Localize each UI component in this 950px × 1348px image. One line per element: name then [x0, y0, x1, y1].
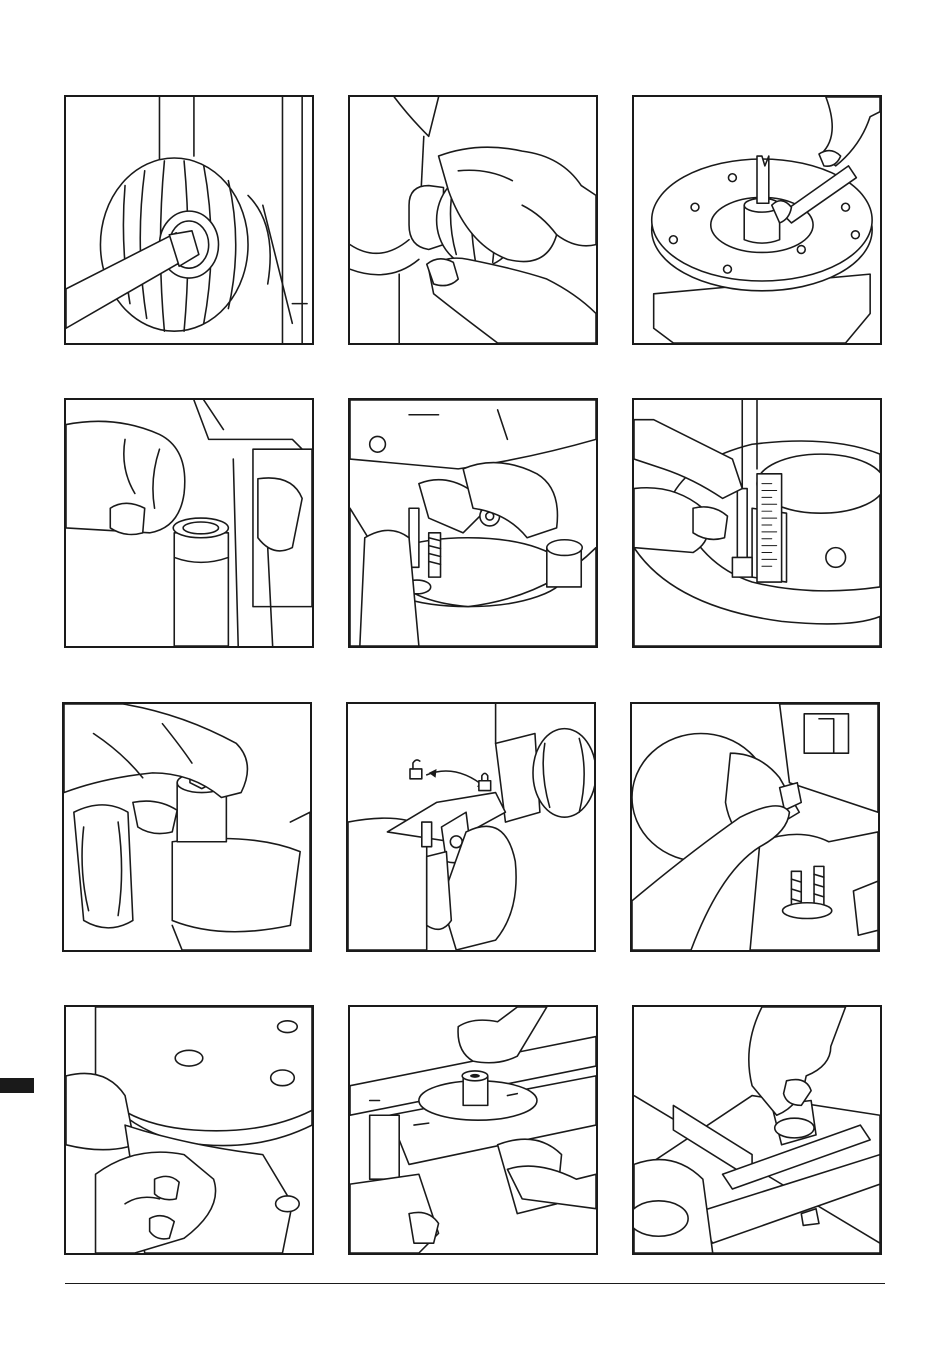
figure-9: [630, 702, 880, 952]
figure-4: [64, 398, 314, 648]
guide-rail-icon: [634, 1007, 880, 1253]
figure-5: [348, 398, 598, 648]
depth-scale-icon: [634, 400, 880, 646]
figure-8: [346, 702, 596, 952]
footer-rule: [65, 1283, 885, 1284]
figure-10: [64, 1005, 314, 1255]
turret-knob-icon: [64, 704, 310, 950]
figure-7: [62, 702, 312, 952]
figure-12: [632, 1005, 882, 1255]
figure-3: [632, 95, 882, 345]
figure-2: [348, 95, 598, 345]
spindle-nut-wrench-icon: [66, 97, 312, 343]
figure-1: [64, 95, 314, 345]
hand-collet-icon: [66, 400, 312, 646]
parallel-guide-icon: [350, 1007, 596, 1253]
figure-6: [632, 398, 882, 648]
figure-11: [348, 1005, 598, 1255]
section-tab-marker: [0, 1078, 34, 1093]
depth-stop-rod-icon: [350, 400, 596, 646]
hand-tightening-collet-nut-icon: [350, 97, 596, 343]
spanner-on-baseplate-icon: [634, 97, 880, 343]
lock-unlock-lever-icon: [348, 704, 594, 950]
baseplate-underside-icon: [66, 1007, 312, 1253]
fine-adjust-button-icon: [632, 704, 878, 950]
